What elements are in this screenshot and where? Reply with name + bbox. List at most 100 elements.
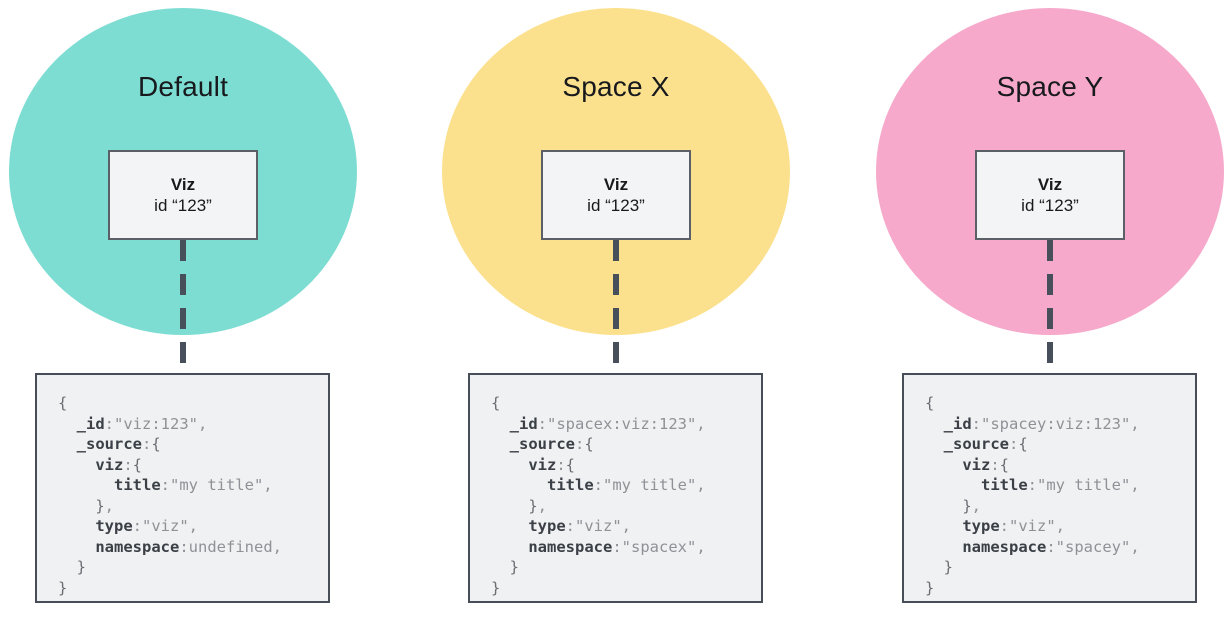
code-token: viz <box>58 455 124 474</box>
code-line: _source:{ <box>491 434 761 455</box>
code-token: :"viz:123", <box>104 414 208 433</box>
code-token: _source <box>491 435 575 453</box>
code-token: } <box>925 558 953 576</box>
code-token: : <box>1009 435 1019 453</box>
code-line: _source:{ <box>925 434 1195 455</box>
code-line: viz:{ <box>925 455 1195 476</box>
code-token: namespace <box>491 537 613 556</box>
code-token: { <box>1018 435 1028 453</box>
code-line: }, <box>925 496 1195 517</box>
code-token: : <box>556 455 566 474</box>
code-token: _id <box>925 414 972 433</box>
code-token: :"spacex", <box>612 537 706 556</box>
code-token: , <box>104 496 115 515</box>
space-title: Default <box>137 71 229 102</box>
code-line: { <box>925 393 1195 414</box>
space-column-y: Space Y Viz id “123” { _id:"spacey:viz:1… <box>876 8 1224 614</box>
code-line: namespace:undefined, <box>58 537 328 558</box>
saved-object-document-box: { _id:"spacex:viz:123", _source:{ viz:{ … <box>468 373 763 603</box>
code-line: namespace:"spacex", <box>491 537 761 558</box>
space-column-default: Default Viz id “123” { _id:"viz:123", _s… <box>9 8 357 614</box>
code-token: viz <box>925 455 991 474</box>
dashed-connector <box>613 240 619 373</box>
code-token: } <box>491 496 538 515</box>
code-token: :"viz", <box>132 517 198 535</box>
code-token: , <box>971 496 982 515</box>
code-line: title:"my title", <box>925 475 1195 496</box>
viz-node-id: id “123” <box>1021 196 1079 215</box>
dashed-connector <box>180 240 186 373</box>
saved-object-document-box: { _id:"spacey:viz:123", _source:{ viz:{ … <box>902 373 1197 603</box>
viz-node-title: Viz <box>1037 175 1063 194</box>
code-line: type:"viz", <box>925 516 1195 537</box>
code-token: } <box>925 496 972 515</box>
code-token: :"spacey", <box>1046 537 1140 556</box>
code-token: title <box>925 476 1028 494</box>
dashed-connector <box>1047 240 1053 373</box>
code-token: :"my title", <box>593 476 706 494</box>
code-token: { <box>132 455 143 474</box>
code-token: title <box>58 476 161 494</box>
code-token: : <box>990 455 1000 474</box>
code-token: namespace <box>925 537 1047 556</box>
viz-node: Viz id “123” <box>108 150 258 240</box>
code-token: _id <box>491 414 538 433</box>
code-line: _id:"spacex:viz:123", <box>491 414 761 435</box>
viz-node-id: id “123” <box>587 196 645 215</box>
code-token: , <box>537 496 548 515</box>
code-token: type <box>491 517 566 535</box>
code-line: title:"my title", <box>491 475 761 496</box>
code-token: { <box>565 455 576 474</box>
code-line: _source:{ <box>58 434 328 455</box>
code-token: { <box>58 394 68 412</box>
space-title: Space Y <box>996 71 1104 102</box>
code-line: }, <box>58 496 328 517</box>
code-token: :"my title", <box>160 476 273 494</box>
code-token: } <box>58 578 68 597</box>
code-line: type:"viz", <box>58 516 328 537</box>
code-token: _source <box>925 435 1009 453</box>
code-token: : <box>123 455 133 474</box>
code-line: viz:{ <box>58 455 328 476</box>
viz-node: Viz id “123” <box>975 150 1125 240</box>
code-line: { <box>491 393 761 414</box>
code-token: { <box>151 435 161 453</box>
code-line: } <box>58 578 328 599</box>
viz-node-title: Viz <box>170 175 196 194</box>
code-token: :"viz", <box>999 517 1065 535</box>
code-line: { <box>58 393 328 414</box>
code-token: } <box>925 578 935 597</box>
code-token: } <box>58 496 105 515</box>
code-token: title <box>491 476 594 494</box>
code-line: title:"my title", <box>58 475 328 496</box>
saved-object-document-box: { _id:"viz:123", _source:{ viz:{ title:"… <box>35 373 330 603</box>
code-token: } <box>491 558 519 576</box>
code-line: namespace:"spacey", <box>925 537 1195 558</box>
code-line: } <box>925 578 1195 599</box>
code-token: _source <box>58 435 142 453</box>
code-token: { <box>925 394 935 412</box>
space-title: Space X <box>562 71 670 102</box>
code-token: } <box>491 578 501 597</box>
code-token: :"spacex:viz:123", <box>537 414 706 433</box>
viz-node-id: id “123” <box>154 196 212 215</box>
viz-node: Viz id “123” <box>541 150 691 240</box>
code-token: viz <box>491 455 557 474</box>
code-token: type <box>925 517 1000 535</box>
code-token: :undefined, <box>179 537 282 556</box>
code-token: :"my title", <box>1027 476 1140 494</box>
code-line: } <box>491 557 761 578</box>
code-line: } <box>491 578 761 599</box>
code-token: } <box>58 558 86 576</box>
code-token: { <box>999 455 1010 474</box>
code-line: viz:{ <box>491 455 761 476</box>
code-token: :"spacey:viz:123", <box>971 414 1140 433</box>
code-line: _id:"spacey:viz:123", <box>925 414 1195 435</box>
space-column-x: Space X Viz id “123” { _id:"spacex:viz:1… <box>442 8 790 614</box>
code-token: : <box>575 435 585 453</box>
code-token: _id <box>58 414 105 433</box>
code-line: } <box>925 557 1195 578</box>
code-line: }, <box>491 496 761 517</box>
code-token: namespace <box>58 537 180 556</box>
